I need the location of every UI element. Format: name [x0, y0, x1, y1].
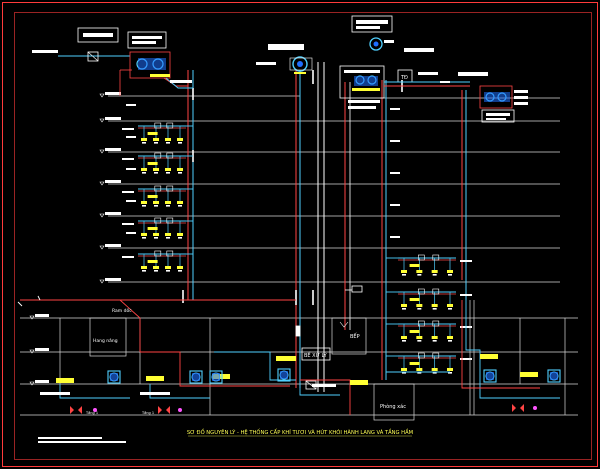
right-riser-tag	[390, 140, 400, 142]
right-floor-branches	[386, 108, 472, 374]
left-floor-branch	[122, 152, 193, 174]
left-riser-tag	[126, 104, 136, 106]
right-riser-tag	[390, 108, 400, 110]
left-floor-branch	[122, 217, 193, 239]
basement-ducts	[17, 295, 560, 415]
right-riser-tag	[390, 172, 400, 174]
left-riser-tag	[126, 232, 136, 234]
fan-tag-label: TĐ	[400, 75, 408, 81]
left-floor-branch	[122, 185, 193, 207]
right-riser-tag	[390, 236, 400, 238]
right-riser-tag	[390, 204, 400, 206]
level-tags	[35, 92, 121, 383]
ramp-label: Ram dốc	[112, 307, 132, 314]
left-floor-branches	[122, 104, 193, 272]
left-floor-branch	[122, 250, 193, 272]
left-riser-tag	[126, 168, 136, 170]
floor-lines	[20, 95, 578, 416]
top-center-fan	[256, 44, 313, 74]
tank-tag-2: Tầng 1	[141, 411, 154, 415]
notes	[38, 437, 126, 443]
basement-equipment: Tầng 1 Tầng 1 Ram dốc	[40, 307, 561, 415]
left-riser-tag	[126, 200, 136, 202]
shaft-markers	[182, 70, 403, 305]
risers	[187, 62, 467, 392]
inner-frame	[14, 12, 592, 460]
be-xu-ly-label: BỂ XỬ LÝ	[304, 351, 328, 359]
top-right-equipment: TĐ	[339, 15, 470, 109]
phong-xac-label: Phòng xác	[380, 403, 406, 410]
top-left-equipment	[32, 27, 193, 96]
basement-area: Hang nâng BẾP BỂ XỬ LÝ Phòng xác	[59, 300, 566, 421]
bep-label: BẾP	[350, 332, 360, 340]
kitchen-fittings	[295, 285, 363, 337]
left-floor-branch	[122, 122, 193, 144]
left-riser-tag	[126, 136, 136, 138]
right-floor-branch	[386, 352, 472, 374]
level-markers	[29, 93, 105, 386]
right-floor-branch	[386, 288, 472, 310]
hang-nang-label: Hang nâng	[93, 337, 118, 344]
drawing-title: SƠ ĐỒ NGUYÊN LÝ - HỆ THỐNG CẤP KHÍ TƯƠI …	[187, 427, 413, 436]
right-floor-branch	[386, 254, 472, 276]
right-ahu	[458, 72, 528, 123]
tank-tag-1: Tầng 1	[85, 411, 98, 415]
right-floor-branch	[386, 320, 472, 342]
